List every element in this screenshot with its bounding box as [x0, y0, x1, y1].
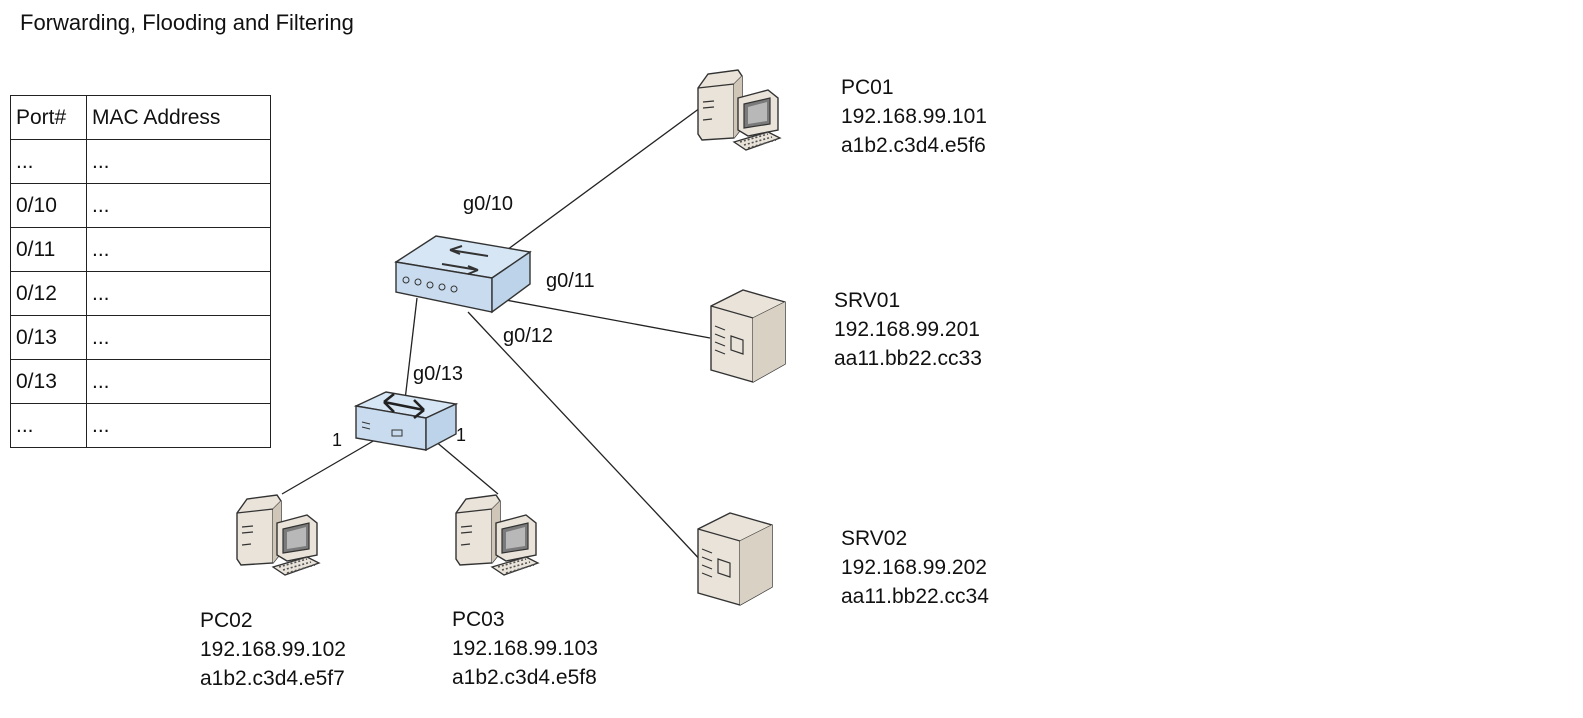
- device-ip: 192.168.99.101: [841, 105, 987, 128]
- port-label-g0-10: g0/10: [463, 193, 514, 215]
- device-ip: 192.168.99.102: [200, 638, 346, 661]
- device-name: PC03: [452, 608, 505, 631]
- device-ip: 192.168.99.103: [452, 637, 598, 660]
- device-mac: a1b2.c3d4.e5f8: [452, 666, 597, 689]
- port-label-g0-11: g0/11: [546, 270, 595, 292]
- port-cell: 0/12: [10, 271, 87, 316]
- device-label-pc03: PC03 192.168.99.103 a1b2.c3d4.e5f8: [452, 605, 598, 692]
- pc02-icon: [236, 494, 320, 576]
- device-label-srv01: SRV01 192.168.99.201 aa11.bb22.cc33: [834, 286, 982, 373]
- hub-icon: [353, 391, 459, 452]
- port-label-g0-13: g0/13: [413, 363, 464, 385]
- mac-cell: ...: [86, 271, 271, 316]
- mac-cell: ...: [86, 403, 271, 448]
- diagram-title: Forwarding, Flooding and Filtering: [20, 10, 354, 35]
- hub-port-label-left: 1: [332, 430, 343, 450]
- table-row: 0/12 ...: [10, 271, 271, 316]
- link-switch-srv02: [467, 311, 706, 566]
- link-hub-pc03: [427, 434, 499, 495]
- link-hub-pc02: [281, 439, 376, 495]
- link-switch-pc01: [495, 107, 701, 259]
- mac-cell: ...: [86, 183, 271, 228]
- device-ip: 192.168.99.201: [834, 318, 980, 341]
- table-row: 0/13 ...: [10, 359, 271, 404]
- srv01-icon: [710, 289, 786, 383]
- pc01-icon: [697, 69, 781, 151]
- port-cell: 0/13: [10, 315, 87, 360]
- table-header-row: Port# MAC Address: [10, 95, 271, 140]
- device-name: PC02: [200, 609, 253, 632]
- mac-cell: ...: [86, 315, 271, 360]
- link-switch-hub: [404, 297, 418, 401]
- device-label-pc01: PC01 192.168.99.101 a1b2.c3d4.e5f6: [841, 73, 987, 160]
- device-label-srv02: SRV02 192.168.99.202 aa11.bb22.cc34: [841, 524, 989, 611]
- table-row: 0/10 ...: [10, 183, 271, 228]
- column-header-port: Port#: [10, 95, 87, 140]
- table-row: 0/13 ...: [10, 315, 271, 360]
- hub-port-label-right: 1: [456, 425, 467, 445]
- table-row: 0/11 ...: [10, 227, 271, 272]
- device-mac: a1b2.c3d4.e5f6: [841, 134, 986, 157]
- device-mac: aa11.bb22.cc34: [841, 585, 989, 608]
- device-mac: aa11.bb22.cc33: [834, 347, 982, 370]
- port-cell: 0/10: [10, 183, 87, 228]
- port-cell: 0/11: [10, 227, 87, 272]
- device-mac: a1b2.c3d4.e5f7: [200, 667, 345, 690]
- links: [281, 107, 711, 566]
- column-header-mac: MAC Address: [86, 95, 271, 140]
- port-cell: 0/13: [10, 359, 87, 404]
- srv02-icon: [697, 512, 773, 606]
- device-ip: 192.168.99.202: [841, 556, 987, 579]
- switch-icon: [394, 235, 532, 314]
- mac-address-table: Port# MAC Address ... ... 0/10 ... 0/11 …: [10, 95, 271, 448]
- port-cell: ...: [10, 139, 87, 184]
- device-name: PC01: [841, 76, 894, 99]
- table-row: ... ...: [10, 403, 271, 448]
- port-label-g0-12: g0/12: [503, 325, 554, 347]
- mac-cell: ...: [86, 359, 271, 404]
- device-label-pc02: PC02 192.168.99.102 a1b2.c3d4.e5f7: [200, 606, 346, 693]
- pc03-icon: [455, 494, 539, 576]
- device-name: SRV01: [834, 289, 901, 312]
- device-name: SRV02: [841, 527, 908, 550]
- link-switch-srv01: [494, 297, 711, 339]
